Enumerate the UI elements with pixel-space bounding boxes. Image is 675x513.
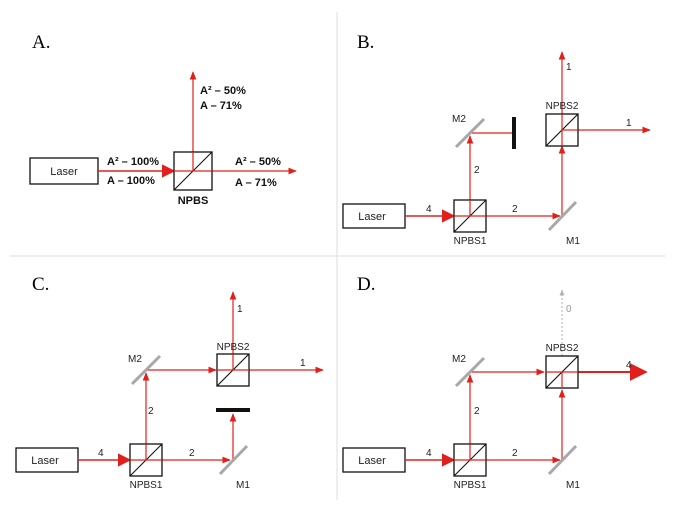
out-up-label: 0 bbox=[566, 304, 572, 315]
laser-power-label: 4 bbox=[426, 448, 432, 459]
panel-b-label: B. bbox=[357, 32, 374, 53]
arm-up-label: 2 bbox=[474, 406, 480, 417]
out-up-label: 1 bbox=[237, 304, 243, 315]
right-a-label: A – 71% bbox=[235, 177, 277, 189]
out-up-label: 1 bbox=[566, 62, 572, 73]
npbs2-label: NPBS2 bbox=[546, 343, 579, 354]
laser-label: Laser bbox=[31, 455, 59, 467]
mirror-m1 bbox=[218, 444, 249, 476]
mirror-m1 bbox=[547, 444, 578, 476]
m2-label: M2 bbox=[128, 354, 142, 365]
out-right-label: 4 bbox=[626, 360, 632, 371]
laser-label: Laser bbox=[50, 166, 78, 178]
laser-power-label: 4 bbox=[426, 204, 432, 215]
up-a2-label: A² – 50% bbox=[200, 85, 246, 97]
npbs1-label: NPBS1 bbox=[454, 480, 487, 491]
m2-label: M2 bbox=[452, 114, 466, 125]
out-right-label: 1 bbox=[300, 358, 306, 369]
arm-up-label: 2 bbox=[148, 406, 154, 417]
arm-up-label: 2 bbox=[474, 165, 480, 176]
laser-box bbox=[342, 447, 406, 473]
panel-a: A. Laser NPBS A² – 100% A – 100% A² – 50… bbox=[29, 32, 297, 207]
mirror-m2 bbox=[130, 354, 162, 386]
m2-label: M2 bbox=[452, 354, 466, 365]
npbs2-label: NPBS2 bbox=[217, 342, 250, 353]
out-right-label: 1 bbox=[626, 118, 632, 129]
arm-right-label: 2 bbox=[512, 448, 518, 459]
mirror-m2 bbox=[454, 356, 486, 388]
arm-right-label: 2 bbox=[512, 204, 518, 215]
input-a2-label: A² – 100% bbox=[107, 156, 159, 168]
laser-power-label: 4 bbox=[98, 448, 104, 459]
up-a-label: A – 71% bbox=[200, 100, 242, 112]
m1-label: M1 bbox=[566, 480, 580, 491]
laser-box bbox=[15, 447, 79, 473]
panel-c-label: C. bbox=[32, 274, 49, 295]
npbs2-label: NPBS2 bbox=[546, 101, 579, 112]
panel-c: C. Laser NPBS1 NPBS2 M1 M2 4 2 2 1 bbox=[15, 274, 324, 491]
mirror-m2 bbox=[454, 117, 486, 149]
panel-d-label: D. bbox=[357, 274, 375, 295]
arm-right-label: 2 bbox=[189, 448, 195, 459]
input-a-label: A – 100% bbox=[107, 175, 155, 187]
m1-label: M1 bbox=[566, 236, 580, 247]
npbs1-label: NPBS1 bbox=[454, 236, 487, 247]
laser-label: Laser bbox=[358, 455, 386, 467]
laser-label: Laser bbox=[358, 211, 386, 223]
panel-d: D. Laser NPBS1 NPBS2 M1 M2 4 2 2 0 4 bbox=[342, 274, 648, 491]
npbs-label: NPBS bbox=[178, 195, 209, 207]
panel-a-label: A. bbox=[32, 32, 50, 53]
npbs1-label: NPBS1 bbox=[130, 480, 163, 491]
right-a2-label: A² – 50% bbox=[235, 156, 281, 168]
panel-b: B. Laser NPBS1 NPBS2 M1 M2 4 2 2 1 bbox=[342, 32, 651, 247]
m1-label: M1 bbox=[236, 480, 250, 491]
mirror-m1 bbox=[547, 200, 578, 232]
